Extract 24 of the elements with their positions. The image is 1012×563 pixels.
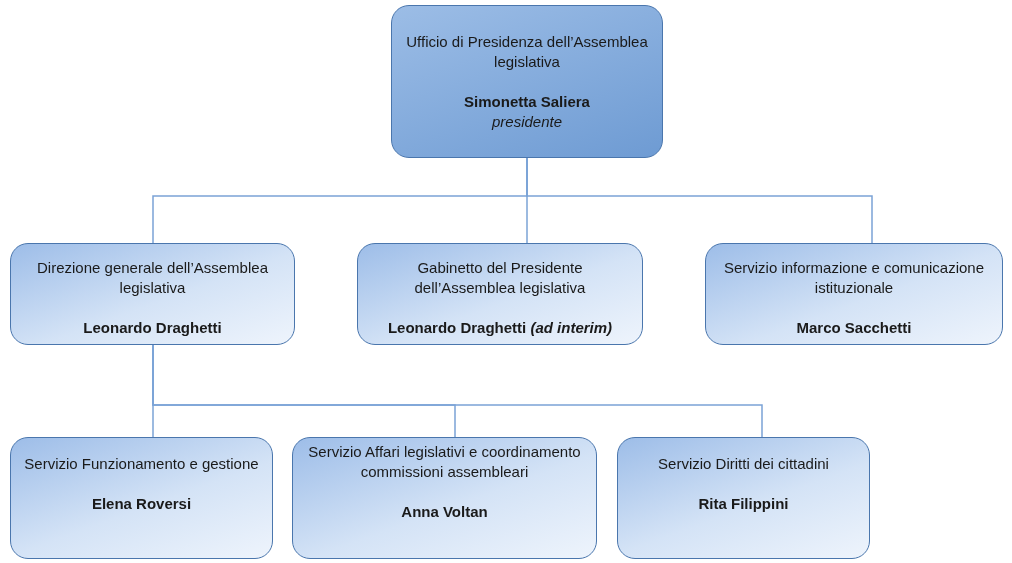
org-unit-box xyxy=(10,243,295,345)
org-unit-box xyxy=(292,437,597,559)
unit-title: Servizio Diritti dei cittadini xyxy=(658,454,829,474)
connector-line xyxy=(152,344,763,438)
org-unit-box xyxy=(357,243,643,345)
unit-title: Direzione generale dell’Assemblea legislativa xyxy=(36,258,269,298)
person-name: Simonetta Saliera xyxy=(464,92,590,112)
person-name: Elena Roversi xyxy=(91,494,192,514)
connector-line xyxy=(526,157,873,244)
org-unit-box xyxy=(391,5,663,158)
unit-title: Gabinetto del Presidente dell’Assemblea legislativa xyxy=(413,258,587,298)
person-name: Rita Filippini xyxy=(698,494,789,514)
org-unit-box xyxy=(10,437,273,559)
person-name: Anna Voltan xyxy=(401,502,488,522)
person-name: Leonardo Draghetti xyxy=(83,318,222,338)
unit-title: Servizio Affari legislativi e coordinamento commissioni assembleari xyxy=(307,442,582,482)
unit-title: Ufficio di Presidenza dell’Assemblea legislativa xyxy=(405,32,649,72)
person-name: Leonardo Draghetti (ad interim) xyxy=(387,318,613,338)
unit-title: Servizio informazione e comunicazione istituzionale xyxy=(722,258,986,298)
org-unit-box xyxy=(705,243,1003,345)
role-text: presidente xyxy=(491,112,563,132)
org-unit-box xyxy=(617,437,870,559)
person-name: Marco Sacchetti xyxy=(796,318,912,338)
unit-title: Servizio Funzionamento e gestione xyxy=(24,454,259,474)
